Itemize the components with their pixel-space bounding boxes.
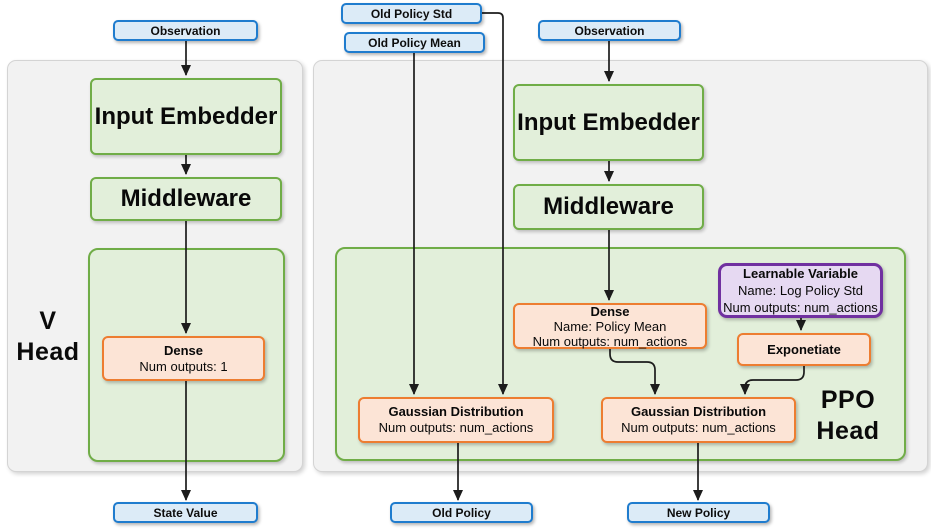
observation-node-ppo: Observation [538, 20, 681, 41]
gaussian-new-outputs: Num outputs: num_actions [621, 420, 776, 435]
dense-ppo-name: Name: Policy Mean [553, 318, 667, 334]
gaussian-distribution-old-node: Gaussian Distribution Num outputs: num_a… [358, 397, 554, 443]
dense-ppo-outputs: Num outputs: num_actions [532, 333, 688, 349]
gaussian-old-title: Gaussian Distribution [388, 404, 524, 419]
exponetiate-label: Exponetiate [767, 341, 841, 357]
v-head-label-line1: V [39, 307, 57, 335]
middleware-node-ppo: Middleware [513, 184, 704, 230]
exponetiate-node: Exponetiate [737, 333, 871, 366]
ppo-head-label-line2: Head [816, 417, 880, 445]
old-policy-mean-node: Old Policy Mean [344, 32, 485, 53]
old-policy-std-node: Old Policy Std [341, 3, 482, 24]
gaussian-distribution-new-node: Gaussian Distribution Num outputs: num_a… [601, 397, 796, 443]
learnable-variable-node: Learnable Variable Name: Log Policy Std … [718, 263, 883, 318]
middleware-node-v: Middleware [90, 177, 282, 221]
ppo-head-label: PPO Head [798, 385, 898, 447]
ppo-head-label-line1: PPO [820, 386, 876, 414]
dense-ppo-title: Dense [590, 303, 630, 319]
v-head-label-line2: Head [16, 338, 80, 366]
observation-node-v: Observation [113, 20, 258, 41]
learnable-title: Learnable Variable [743, 266, 858, 281]
wire-exponetiate-to-gaussian-new [740, 366, 805, 395]
gaussian-new-title: Gaussian Distribution [630, 404, 767, 419]
old-policy-output-node: Old Policy [390, 502, 533, 523]
gaussian-old-outputs: Num outputs: num_actions [378, 420, 534, 435]
dense-v-outputs: Num outputs: 1 [139, 358, 228, 374]
dense-policy-mean-node: Dense Name: Policy Mean Num outputs: num… [513, 303, 707, 349]
state-value-node: State Value [113, 502, 258, 523]
input-embedder-node-v: Input Embedder [90, 78, 282, 155]
v-head-label: V Head [4, 306, 92, 368]
new-policy-output-node: New Policy [627, 502, 770, 523]
input-embedder-node-ppo: Input Embedder [513, 84, 704, 161]
learnable-outputs: Num outputs: num_actions [723, 300, 878, 315]
learnable-name: Name: Log Policy Std [737, 283, 863, 298]
wire-old-policy-std-to-gaussian-old [482, 12, 508, 395]
dense-v-title: Dense [163, 342, 204, 358]
wire-dense-to-gaussian-new [609, 349, 660, 395]
dense-node-v: Dense Num outputs: 1 [102, 336, 265, 381]
